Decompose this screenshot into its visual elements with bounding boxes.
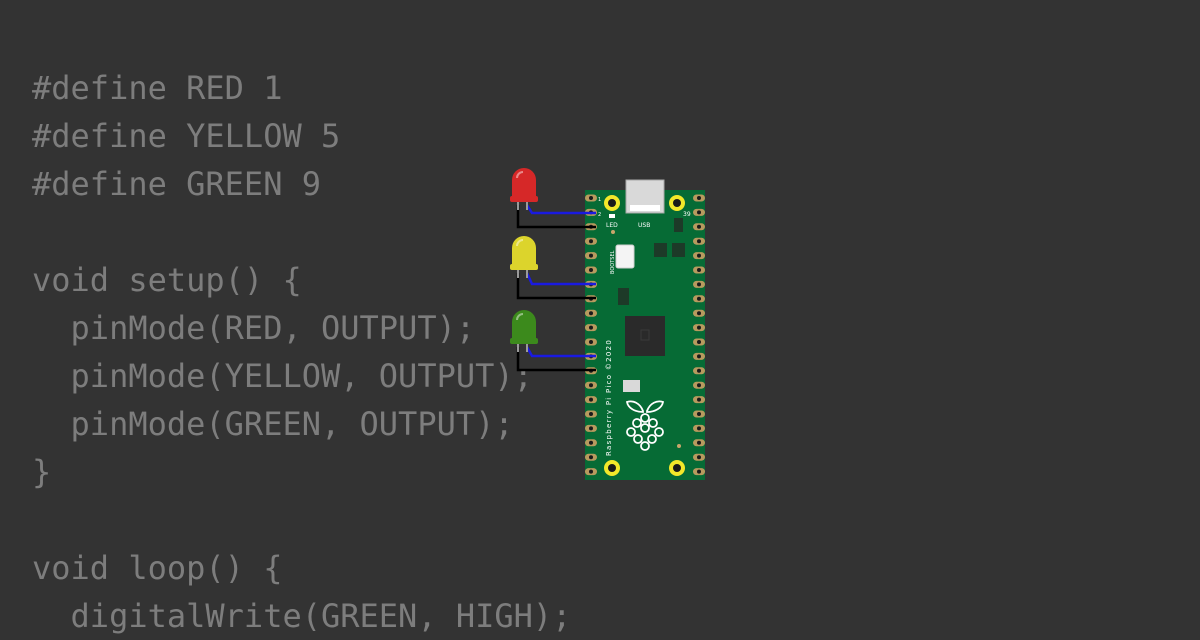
wire-red-ground bbox=[516, 205, 596, 229]
wire-yellow-ground bbox=[516, 273, 596, 300]
pin-hole bbox=[589, 311, 593, 316]
code-line: digitalWrite(GREEN, HIGH); bbox=[32, 597, 572, 635]
code-line: void setup() { bbox=[32, 261, 302, 299]
usb-port-opening bbox=[630, 205, 660, 211]
wire-green-ground bbox=[516, 347, 596, 372]
pin-hole bbox=[589, 440, 593, 445]
pin-hole bbox=[589, 383, 593, 388]
mounting-hole bbox=[669, 195, 685, 211]
label-pin-1: 1 bbox=[598, 197, 601, 203]
pin-hole bbox=[697, 196, 701, 200]
label-pin-2: 2 bbox=[598, 212, 601, 218]
pin-hole bbox=[697, 426, 701, 431]
pin-hole bbox=[589, 239, 593, 244]
pin-hole bbox=[589, 325, 593, 330]
pin-hole bbox=[589, 397, 593, 402]
flash-chip bbox=[623, 380, 640, 392]
led-green bbox=[510, 310, 538, 352]
pin-hole bbox=[697, 311, 701, 316]
code-line: pinMode(RED, OUTPUT); bbox=[32, 309, 476, 347]
onboard-led bbox=[609, 214, 615, 218]
code-line: pinMode(GREEN, OUTPUT); bbox=[32, 405, 514, 443]
pin-hole bbox=[697, 282, 701, 287]
mounting-hole bbox=[604, 195, 620, 211]
pin-hole bbox=[589, 469, 593, 474]
pin-hole bbox=[697, 412, 701, 416]
wire-red-signal bbox=[525, 204, 596, 215]
pin-hole bbox=[697, 340, 701, 344]
rp2040-chip bbox=[625, 316, 665, 356]
pin-pads-right bbox=[693, 194, 705, 476]
wire-yellow-signal bbox=[525, 272, 596, 286]
code-line: #define RED 1 bbox=[32, 69, 283, 107]
label-usb: USB bbox=[638, 222, 650, 229]
component-chip bbox=[618, 288, 629, 305]
label-pin-39: 39 bbox=[683, 211, 691, 218]
pin-hole bbox=[589, 412, 593, 416]
pin-hole bbox=[697, 383, 701, 388]
pin-hole bbox=[697, 239, 701, 244]
pin-hole bbox=[697, 469, 701, 474]
pin-hole bbox=[697, 210, 701, 215]
pin-hole bbox=[589, 340, 593, 344]
pin-hole bbox=[697, 325, 701, 330]
label-led: LED bbox=[606, 222, 618, 229]
pin-hole bbox=[697, 354, 701, 359]
chip-logo-icon bbox=[640, 329, 650, 341]
label-bootsel: BOOTSEL bbox=[610, 250, 616, 274]
mounting-hole bbox=[669, 460, 685, 476]
pin-hole bbox=[697, 268, 701, 272]
code-line: pinMode(YELLOW, OUTPUT); bbox=[32, 357, 533, 395]
pin-hole bbox=[589, 268, 593, 272]
mounting-hole bbox=[604, 460, 620, 476]
code-line: #define YELLOW 5 bbox=[32, 117, 341, 155]
pin-hole bbox=[697, 224, 701, 229]
led-yellow bbox=[510, 236, 538, 278]
test-point bbox=[677, 444, 681, 448]
pin-hole bbox=[697, 368, 701, 373]
code-editor: #define RED 1 #define YELLOW 5 #define G… bbox=[32, 64, 571, 640]
code-line: void loop() { bbox=[32, 549, 283, 587]
code-line bbox=[32, 496, 571, 544]
component-chip bbox=[672, 243, 685, 257]
pin-hole bbox=[697, 440, 701, 445]
led-red bbox=[510, 168, 538, 210]
circuit-diagram: LED USB 39 1 2 BOOTSEL Raspberry Pi Pico… bbox=[510, 168, 705, 480]
bootsel-button bbox=[615, 244, 635, 269]
pin-hole bbox=[589, 426, 593, 431]
wires bbox=[516, 204, 596, 372]
raspberry-logo-icon bbox=[625, 400, 665, 451]
pin-hole bbox=[589, 455, 593, 460]
code-line: #define GREEN 9 bbox=[32, 165, 321, 203]
pico-board: LED USB 39 1 2 BOOTSEL Raspberry Pi Pico… bbox=[585, 179, 705, 480]
pin-hole bbox=[589, 196, 593, 200]
pin-hole bbox=[697, 455, 701, 460]
component-chip bbox=[674, 218, 683, 232]
wire-green-signal bbox=[525, 346, 596, 358]
component-chip bbox=[654, 243, 667, 257]
pin-hole bbox=[697, 296, 701, 301]
board-name-text: Raspberry Pi Pico ©2020 bbox=[605, 339, 613, 456]
pin-hole bbox=[589, 253, 593, 258]
code-line bbox=[32, 208, 571, 256]
code-line: } bbox=[32, 453, 52, 491]
test-point bbox=[611, 230, 615, 234]
pin-hole bbox=[697, 397, 701, 402]
pin-hole bbox=[697, 253, 701, 258]
